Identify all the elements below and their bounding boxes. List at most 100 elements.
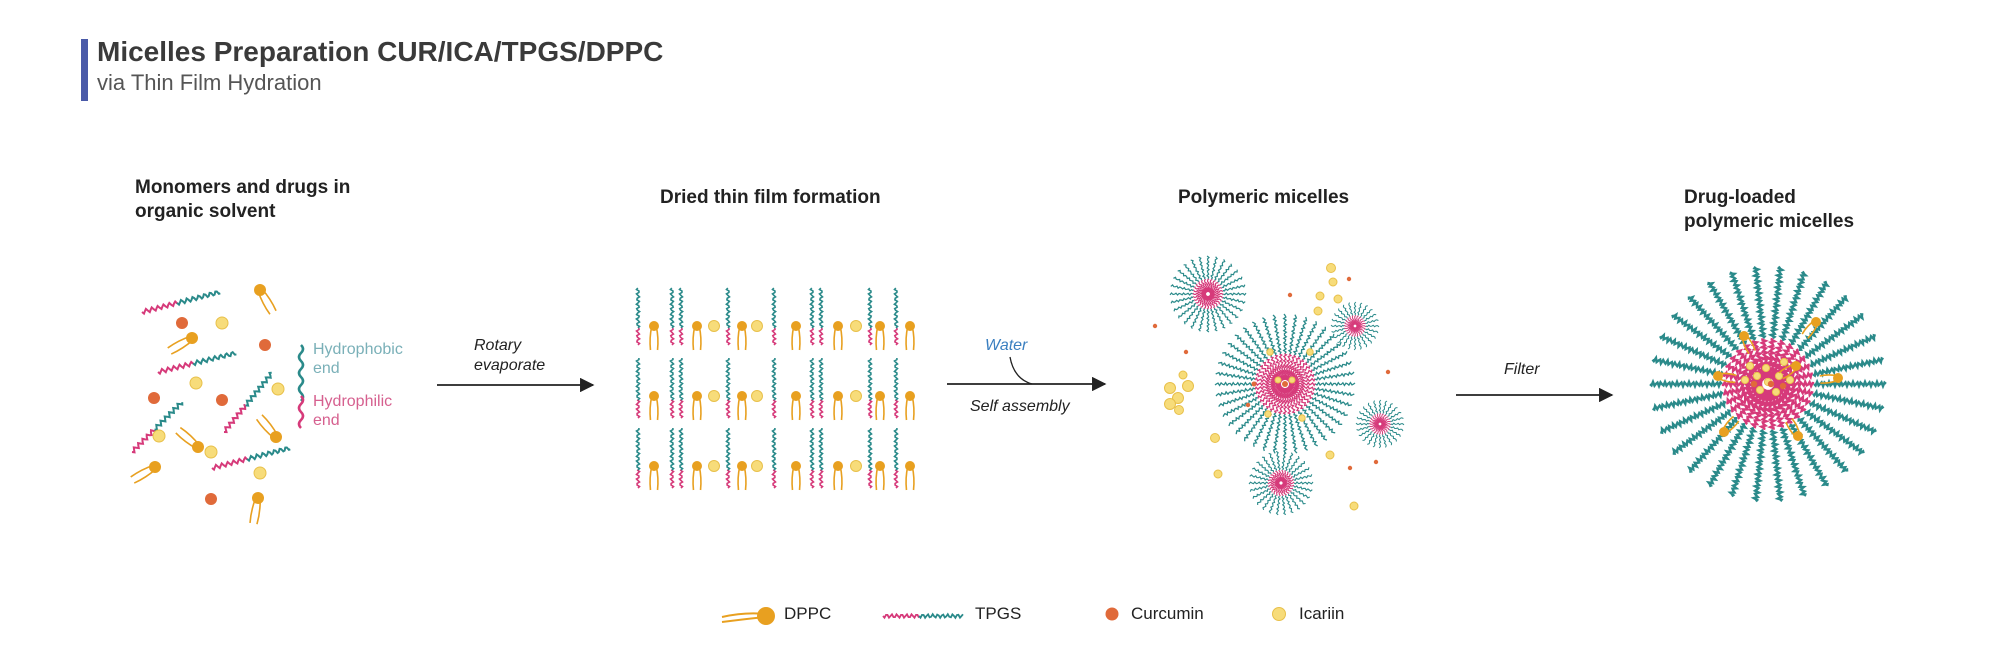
micelle-large-ray-26-pink	[1266, 359, 1284, 381]
micelle-small-2-ray-14-teal	[1334, 313, 1346, 321]
micelle-small-2-ray-7-teal	[1347, 336, 1353, 350]
micelle-small-1-ray-18-pink	[1198, 281, 1208, 293]
stage2-group	[635, 287, 915, 491]
micelle-small-4-ray-3-pink	[1281, 483, 1292, 492]
micelle-small-3-ray-1-teal	[1390, 426, 1404, 432]
micelle-small-4-ray-6-teal	[1281, 495, 1287, 516]
micelle-large-ray-3-pink	[1288, 384, 1313, 400]
drug-loaded-micelle-ray-22-teal	[1751, 266, 1768, 339]
micelle-small-2-ray-6-pink	[1353, 327, 1357, 338]
micelle-small-1-ray-14-teal	[1169, 292, 1193, 296]
micelle-small-1-ray-8-teal	[1198, 308, 1206, 332]
film-r2-c6-icariin	[708, 390, 720, 402]
film-r1-c6-icariin	[708, 320, 720, 332]
dppc-s1-2	[167, 332, 198, 355]
micelle-small-3-ray-16-pink	[1374, 414, 1380, 423]
micelle-small-1-ray-20-pink	[1203, 278, 1209, 293]
micelle-small-1-ray-6-pink	[1207, 295, 1213, 310]
micelle-large-ray-11-pink	[1277, 387, 1287, 415]
film-r1-c12-tpgs-pink	[809, 327, 815, 346]
tpgs-chain-1-pink	[141, 299, 178, 316]
micelle-small-4-ray-23-pink	[1282, 473, 1291, 483]
micelle-small-3-ray-11-pink	[1369, 423, 1379, 428]
micelle-small-3-ray-4-pink	[1380, 425, 1386, 434]
micelle-large-ray-1-pink	[1288, 382, 1316, 392]
micelle-large-ray-35-teal	[1306, 333, 1335, 364]
micelle-small-1-ray-8-pink	[1203, 295, 1209, 310]
film-r3-c7-tpgs-teal	[725, 428, 731, 471]
micelle-small-4-ray-12-teal	[1249, 485, 1269, 492]
icariin-s1-1	[215, 316, 229, 330]
micelle-small-3-ray-3-pink	[1380, 424, 1388, 433]
micelle-small-4-ray-18-pink	[1275, 470, 1282, 482]
micelle-small-3-ray-15-teal	[1363, 406, 1373, 417]
stage-title-polymeric-micelles: Polymeric micelles	[1178, 187, 1350, 208]
tpgs-chain-5-teal	[246, 446, 291, 463]
micelle-small-4-ray-10-teal	[1257, 491, 1272, 506]
micelle-small-1	[1169, 255, 1247, 333]
micelle-small-1-ray-27-teal	[1222, 284, 1246, 292]
micelle-large-ray-29-teal	[1272, 314, 1282, 355]
film-r3-c7-tpgs-pink	[725, 469, 731, 489]
micelle-small-1-ray-23-pink	[1208, 280, 1216, 293]
micelle-large-ray-12-teal	[1262, 412, 1278, 452]
free-icariin-8	[1174, 405, 1184, 415]
micelle-small-3-ray-23-teal	[1390, 417, 1404, 422]
micelle-small-3-ray-10-teal	[1358, 428, 1371, 437]
free-curcumin-4	[1385, 369, 1391, 375]
film-r2-c16-tpgs-teal	[867, 358, 873, 401]
loaded-dppc-2	[1719, 415, 1740, 437]
drug-loaded-micelle-ray-14-pink	[1722, 381, 1763, 398]
micelle-small-4-ray-4-teal	[1287, 493, 1301, 510]
micelle-icariin-a	[1266, 348, 1274, 356]
micelle-small-1-ray-6-teal	[1210, 308, 1218, 332]
micelle-large-ray-37-teal	[1312, 351, 1348, 372]
micelle-small-1-ray-21-pink	[1206, 278, 1210, 293]
legend-tpgs-wave-teal	[918, 612, 964, 620]
micelle-small-3-ray-7-teal	[1372, 434, 1378, 448]
drug-loaded-micelle-ray-13-teal	[1659, 400, 1727, 435]
micelle-small-1-ray-5-teal	[1214, 307, 1226, 329]
curcumin-s1-2	[259, 339, 271, 351]
micelle-large-ray-0-pink	[1288, 381, 1317, 387]
micelle-small-3-ray-2-teal	[1389, 429, 1401, 437]
stage-title-monomers: Monomers and drugs in organic solvent	[135, 177, 351, 222]
legend-icariin-label: Icariin	[1299, 604, 1345, 623]
micelle-small-4-ray-15-pink	[1268, 476, 1280, 483]
micelle-small-1-ray-26-pink	[1209, 287, 1223, 294]
film-r1-c1-tpgs-teal	[635, 287, 641, 329]
micelle-large-ray-23-teal	[1222, 352, 1259, 372]
micelle-small-4-ray-5-pink	[1280, 484, 1287, 496]
core-curcumin-1	[1750, 380, 1758, 388]
micelle-small-4-ray-2-teal	[1292, 488, 1311, 499]
loaded-dppc-4	[1819, 373, 1843, 384]
micelle-icariin-c	[1264, 410, 1272, 418]
micelle-small-3-ray-7-pink	[1376, 425, 1381, 435]
film-r1-c2-dppc	[649, 321, 659, 351]
loaded-dppc-0	[1739, 331, 1756, 355]
micelle-small-4	[1248, 450, 1314, 516]
core-icariin-4	[1785, 375, 1795, 385]
drug-loaded-micelle-ray-17-teal	[1659, 332, 1728, 370]
micelle-small-2-ray-2-pink	[1355, 326, 1365, 333]
micelle-small-2-ray-22-teal	[1364, 313, 1377, 322]
micelle-small-4-ray-14-pink	[1267, 479, 1280, 484]
film-r2-c7-tpgs-teal	[725, 358, 731, 401]
micelle-small-3-ray-19-pink	[1379, 413, 1384, 423]
dppc-s1-5	[130, 461, 161, 484]
tpgs-chain-2-teal	[192, 350, 237, 367]
core-icariin-9	[1761, 363, 1771, 373]
micelle-large-ray-18-pink	[1255, 383, 1282, 395]
micelle-large-ray-11-teal	[1272, 413, 1283, 454]
film-r3-c2-dppc	[649, 461, 659, 491]
micelle-large-ray-16-teal	[1228, 401, 1261, 427]
drug-loaded-micelle-ray-1-teal	[1812, 388, 1885, 414]
micelle-small-1-ray-7-pink	[1206, 295, 1210, 310]
curcumin-s1-1	[176, 317, 188, 329]
micelle-small-4-ray-5-teal	[1284, 495, 1294, 514]
micelle-core-curcumin	[1282, 381, 1288, 387]
micelle-small-4-ray-25-pink	[1282, 478, 1294, 484]
micelle-large-ray-4-teal	[1309, 401, 1343, 425]
film-r1-c13-tpgs-pink	[818, 327, 824, 346]
drug-loaded-micelle-ray-24-pink	[1765, 339, 1787, 380]
